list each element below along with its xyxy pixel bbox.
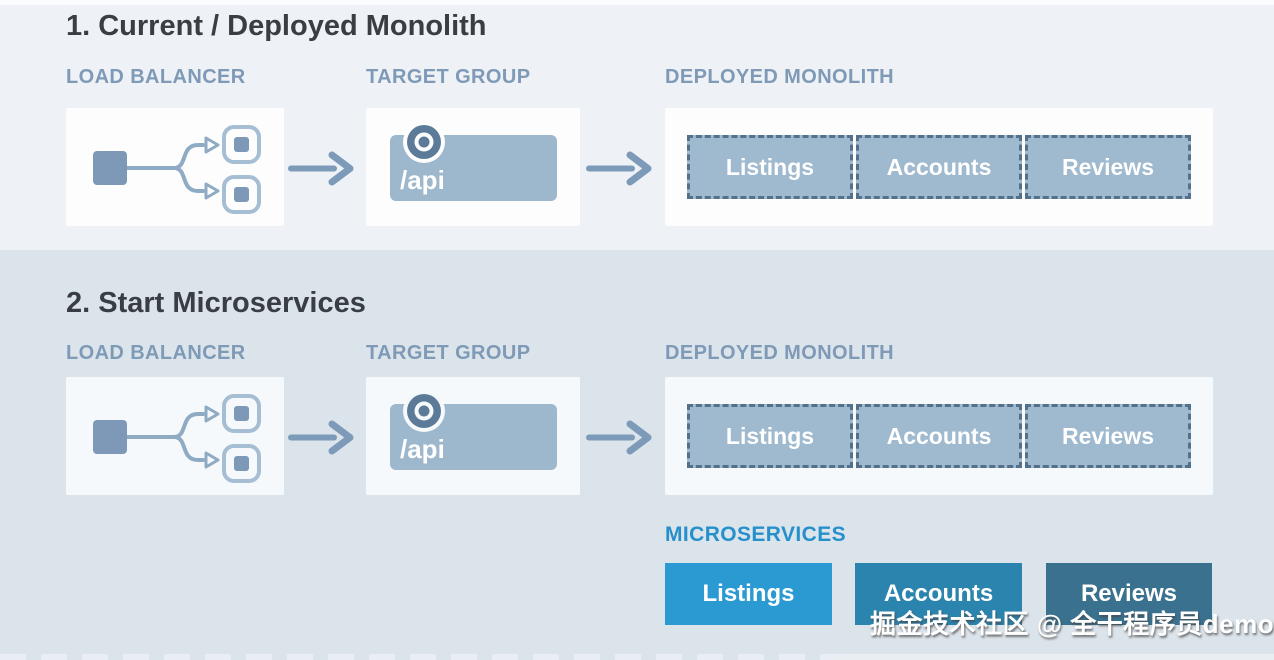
bottom-edge-strip [845, 654, 1274, 660]
monolith-service-cell: Reviews [1025, 404, 1191, 468]
section-1-monolith-label: DEPLOYED MONOLITH [665, 66, 895, 88]
section-1-load-balancer-label: LOAD BALANCER [66, 66, 246, 88]
watermark: 掘金技术社区 @ 全干程序员demo [870, 609, 1274, 639]
load-balancer-card [66, 377, 284, 495]
monolith-services-row: Listings Accounts Reviews [687, 404, 1191, 468]
target-group-card: /api [366, 108, 580, 226]
microservices-label: MICROSERVICES [665, 523, 847, 546]
microservice-box-listings: Listings [665, 563, 832, 625]
load-balancer-card [66, 108, 284, 226]
microservice-box-reviews: Reviews [1046, 563, 1212, 625]
monolith-service-cell: Reviews [1025, 135, 1191, 199]
section-2-load-balancer-label: LOAD BALANCER [66, 342, 246, 364]
arrow-icon [288, 420, 354, 455]
arrow-icon [586, 420, 652, 455]
section-2-target-group-label: TARGET GROUP [366, 342, 531, 364]
microservice-box-accounts: Accounts [855, 563, 1022, 625]
section-1-title: 1. Current / Deployed Monolith [66, 10, 487, 42]
target-group-card: /api [366, 377, 580, 495]
arrow-icon [288, 151, 354, 186]
top-edge-band [0, 0, 1274, 5]
api-path-label: /api [400, 434, 445, 464]
monolith-service-cell: Listings [687, 135, 853, 199]
monolith-card: Listings Accounts Reviews [665, 377, 1213, 495]
section-2-title: 2. Start Microservices [66, 287, 366, 319]
monolith-services-row: Listings Accounts Reviews [687, 135, 1191, 199]
arrow-icon [586, 151, 652, 186]
section-2-monolith-label: DEPLOYED MONOLITH [665, 342, 895, 364]
api-path-label: /api [400, 165, 445, 195]
target-icon [403, 121, 445, 163]
monolith-card: Listings Accounts Reviews [665, 108, 1213, 226]
section-1-target-group-label: TARGET GROUP [366, 66, 531, 88]
target-icon [403, 390, 445, 432]
monolith-service-cell: Accounts [856, 404, 1022, 468]
load-balancer-icon [93, 394, 261, 483]
load-balancer-icon [93, 125, 261, 214]
bottom-edge-dashes [0, 654, 845, 660]
monolith-service-cell: Listings [687, 404, 853, 468]
monolith-service-cell: Accounts [856, 135, 1022, 199]
